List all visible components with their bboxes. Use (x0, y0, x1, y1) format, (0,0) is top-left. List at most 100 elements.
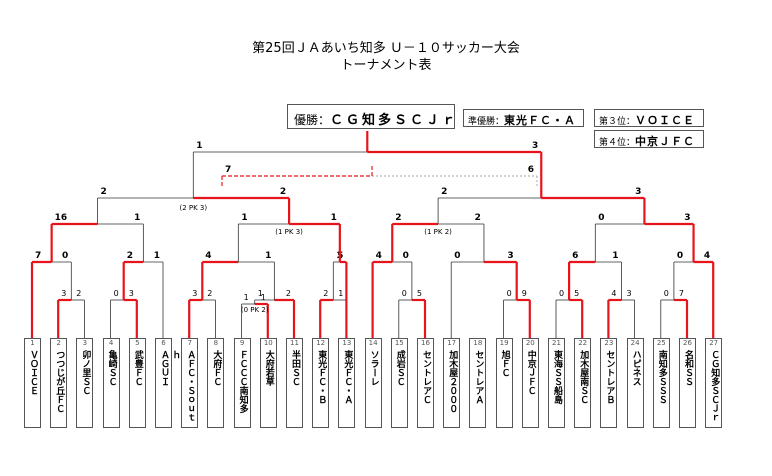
team-number: 19 (499, 339, 509, 347)
team-name: 加木屋２０００ (447, 350, 458, 413)
team-name: 加木屋南ＳＣ (578, 350, 589, 404)
team-number: 14 (368, 339, 378, 347)
team-number: 21 (552, 339, 561, 347)
r2-match-6-score-right: 3 (507, 251, 513, 261)
third-place-team: ＶＯＩＣＥ (635, 114, 696, 127)
r1-score-left: 0 (402, 289, 407, 298)
r1-score-left: 0 (507, 289, 512, 298)
runner-up-label: 準優勝： (468, 117, 505, 127)
r2-match-5-score-left: 4 (376, 251, 382, 261)
r2-match-1-score-left: 7 (35, 251, 41, 261)
team-number: 11 (290, 339, 299, 347)
team-box: 11 半田ＳＣ (286, 338, 303, 428)
r1-score-left: 1 (258, 289, 263, 298)
team-name: セントレアＡ (473, 350, 484, 404)
team-number: 6 (161, 339, 166, 347)
pre-score-left: 1 (244, 293, 249, 302)
r2-match-6-score-left: 0 (454, 251, 460, 261)
team-number: 9 (239, 339, 245, 347)
r1-score-left: 3 (61, 289, 66, 298)
team-name: ソラーレ (368, 350, 379, 386)
team-number: 13 (342, 339, 352, 347)
team-name: ＦＣＣＣ南知多 (237, 350, 248, 413)
r2-match-3-score-left: 4 (205, 251, 211, 261)
third-score-right: 6 (528, 165, 534, 175)
team-name: セントレアＣ (421, 350, 431, 404)
runner-up-team: 東光ＦＣ・Ａ (504, 114, 577, 127)
team-number: 18 (473, 339, 483, 347)
qf-match-3-score-left: 2 (395, 213, 401, 223)
r2-match-7-score-right: 1 (612, 251, 618, 261)
r2-match-2-score-left: 2 (127, 251, 133, 261)
final-match-score-left: 1 (196, 141, 202, 151)
qf-match-1-score-right: 1 (134, 213, 140, 223)
team-name: 大府若草 (263, 350, 274, 386)
r2-match-5-score-right: 0 (403, 251, 409, 261)
final-match-score-right: 3 (532, 141, 538, 151)
r1-score-right: 2 (286, 289, 291, 298)
fourth-place-box: 第４位：中京ＪＦＣ (594, 130, 704, 148)
team-number: 10 (263, 339, 273, 347)
third-place-box: 第３位：ＶＯＩＣＥ (594, 109, 704, 127)
pre-score-right: 1 (261, 293, 266, 302)
tournament-title: 第25回ＪＡあいち知多 Ｕ－１０サッカー大会 トーナメント表 (0, 40, 772, 74)
team-name: 成岩ＳＣ (394, 350, 405, 386)
sf-match-2-score-right: 3 (635, 187, 641, 197)
sf-match-2-score-left: 2 (441, 187, 447, 197)
r1-score-left: 0 (559, 289, 564, 298)
team-name: 大府ＦＣ (211, 350, 222, 386)
r2-match-1-score-right: 0 (62, 251, 68, 261)
team-name: 南知多ＳＳＳ (656, 350, 667, 404)
qf-pk-2: (1 PK 2) (424, 228, 452, 236)
r1-score-left: 3 (192, 289, 197, 298)
team-box: 18 セントレアＡ (469, 338, 487, 428)
title-line2: トーナメント表 (340, 58, 432, 73)
team-box: 17 加木屋２０００ (443, 338, 461, 428)
r2-match-2-score-right: 1 (154, 251, 160, 261)
r1-score-left: 4 (611, 289, 616, 298)
team-number: 1 (30, 339, 35, 347)
team-number: 15 (394, 339, 404, 347)
team-name: ＶＯＩＣＥ (28, 350, 38, 395)
team-number: 22 (578, 339, 588, 347)
r1-score-left: 0 (664, 289, 669, 298)
team-number: 17 (447, 339, 457, 347)
r1-score-left: 0 (114, 289, 119, 298)
team-number: 7 (187, 339, 192, 347)
r1-score-right: 2 (207, 289, 212, 298)
team-name: 東光ＦＣ・Ｂ (316, 350, 327, 404)
fourth-place-team: 中京ＪＦＣ (635, 135, 696, 148)
team-number: 2 (56, 339, 61, 347)
team-name: セントレアＢ (604, 350, 615, 404)
team-name: ＡＧＵＩ (159, 350, 169, 386)
r1-score-right: 1 (338, 289, 343, 298)
r1-score-right: 3 (627, 289, 632, 298)
qf-match-3-score-right: 2 (475, 213, 481, 223)
team-name: 半田ＳＣ (290, 350, 300, 386)
team-number: 12 (316, 339, 326, 347)
qf-match-4-score-right: 3 (684, 213, 690, 223)
pre-pk: (0 PK 2) (241, 306, 269, 314)
team-number: 8 (213, 339, 219, 347)
sf-match-1-score-right: 2 (280, 187, 286, 197)
team-name: 中京ＪＦＣ (525, 350, 536, 395)
team-box: 10 大府若草 (259, 338, 277, 428)
r1-score-left: 2 (323, 289, 328, 298)
r1-score-right: 5 (574, 289, 579, 298)
r1-score-right: 7 (679, 289, 684, 298)
team-name: 卯ノ里ＳＣ (80, 350, 91, 395)
team-name: 亀崎ＳＣ (106, 350, 117, 386)
